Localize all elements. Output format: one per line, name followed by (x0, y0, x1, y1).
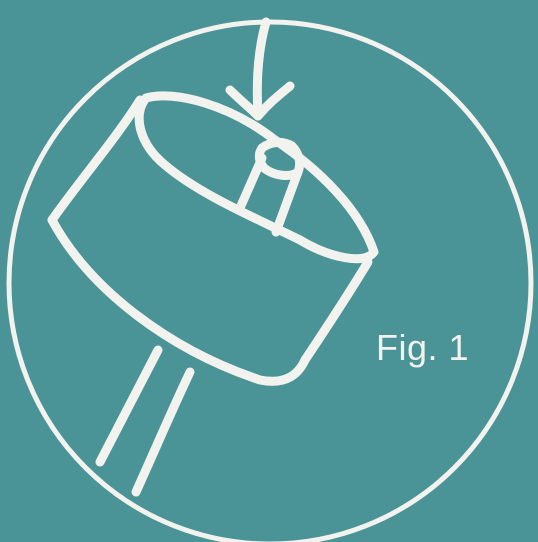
inner-slot (235, 137, 305, 237)
cup-shape (47, 91, 379, 386)
down-arrow-icon (225, 17, 295, 121)
handle-shape (95, 345, 195, 497)
figure-label: Fig. 1 (376, 327, 470, 368)
